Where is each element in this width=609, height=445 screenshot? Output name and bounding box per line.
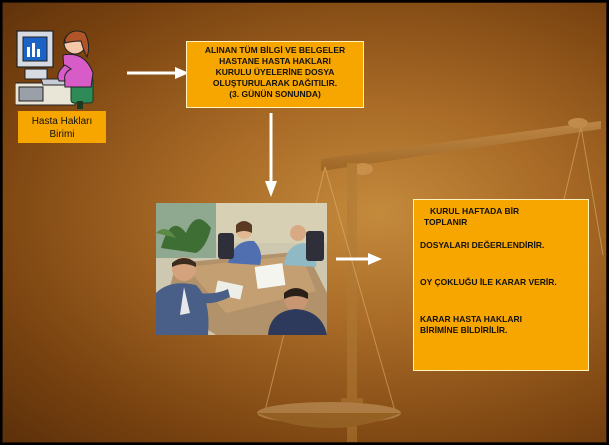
info-box: ALINAN TÜM BİLGİ VE BELGELER HASTANE HAS… (186, 41, 364, 108)
arrow-right-icon (336, 253, 382, 265)
info-box-line: HASTANE HASTA HAKLARI (219, 56, 331, 66)
info-box-line: ALINAN TÜM BİLGİ VE BELGELER (204, 45, 346, 55)
committee-line: DOSYALARI DEĞERLENDİRİR. (420, 240, 545, 250)
committee-line: TOPLANIR (424, 217, 468, 227)
committee-line: KARAR HASTA HAKLARI (420, 314, 522, 324)
committee-box: KURUL HAFTADA BİR TOPLANIR DOSYALARI DEĞ… (413, 199, 589, 371)
arrow-right-icon (127, 67, 189, 79)
info-box-line: KURULU ÜYELERİNE DOSYA (215, 67, 335, 77)
info-box-line: OLUŞTURULARAK DAĞITILIR. (212, 78, 338, 88)
committee-line: OY ÇOKLUĞU İLE KARAR VERİR. (420, 277, 557, 287)
info-box-line: (3. GÜNÜN SONUNDA) (229, 89, 321, 99)
committee-line: BİRİMİNE BİLDİRİLİR. (420, 325, 508, 335)
unit-label-line: Hasta Hakları (31, 116, 93, 127)
unit-label-line: Birimi (49, 129, 75, 140)
person-at-computer-icon (15, 30, 94, 109)
unit-label: Hasta Hakları Birimi (18, 111, 106, 143)
committee-line: KURUL HAFTADA BİR (430, 206, 520, 216)
meeting-photo (156, 203, 327, 335)
balance-scale-decoration (257, 118, 604, 442)
arrow-down-icon (265, 113, 277, 197)
